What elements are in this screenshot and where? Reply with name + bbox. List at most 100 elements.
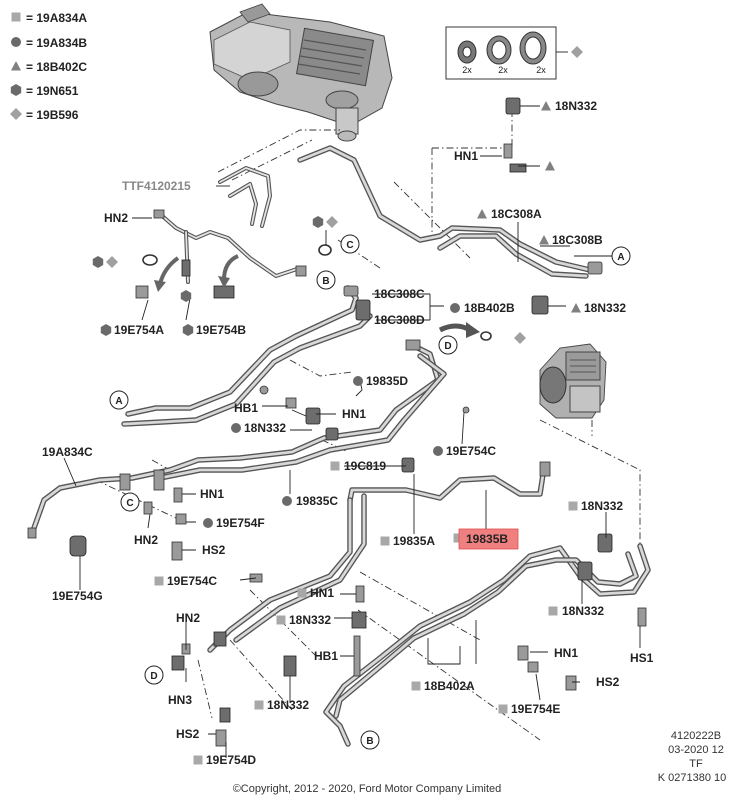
part-label: 18N332	[581, 499, 623, 513]
part-label: 18N332	[289, 613, 331, 627]
circle-symbol-icon	[203, 518, 213, 528]
legend-item: = 19A834B	[26, 36, 87, 50]
part-label: 18C308B	[552, 233, 603, 247]
legend-item: = 19A834A	[26, 11, 87, 25]
triangle-symbol-icon	[545, 161, 555, 171]
triangle-symbol-icon	[539, 235, 549, 245]
copyright: ©Copyright, 2012 - 2020, Ford Motor Comp…	[233, 783, 502, 795]
parts	[27, 97, 647, 747]
hexagon-symbol-icon	[312, 216, 324, 228]
part-label: HN2	[176, 611, 200, 625]
circle-symbol-icon	[282, 496, 292, 506]
guide-lines	[95, 110, 641, 741]
legend-item: = 19N651	[26, 84, 79, 98]
part-label: 18N332	[584, 301, 626, 315]
callout-b: B	[322, 276, 329, 287]
seal-qty: 2x	[536, 65, 546, 75]
part-label: HS1	[630, 651, 654, 665]
callout-d: D	[444, 341, 451, 352]
square-symbol-icon	[498, 704, 508, 714]
square-symbol-icon	[297, 588, 307, 598]
part-label: HN2	[104, 211, 128, 225]
square-symbol-icon	[568, 501, 578, 511]
part-label: HN1	[200, 487, 224, 501]
part-label: HS2	[176, 727, 200, 741]
part-label: 19835C	[296, 494, 338, 508]
seal-qty: 2x	[498, 65, 508, 75]
callout-a: A	[115, 396, 122, 407]
square-symbol-icon	[154, 576, 164, 586]
part-label: 19E754B	[196, 323, 246, 337]
triangle-symbol-icon	[477, 209, 487, 219]
seal-kit-box: 2x 2x 2x	[445, 26, 583, 80]
part-label: 18N332	[555, 99, 597, 113]
rear-hvac-unit-illustration	[539, 343, 607, 419]
part-label: HB1	[314, 649, 338, 663]
part-label: 18N332	[267, 698, 309, 712]
callout-c: C	[346, 240, 353, 251]
legend-item: = 18B402C	[26, 60, 87, 74]
part-label: HN1	[454, 149, 478, 163]
reference-block: 4120222B 03-2020 12 TF K 0271380 10	[658, 730, 727, 784]
part-label: HS2	[596, 675, 620, 689]
ac-pipes	[31, 145, 651, 747]
part-label: 18B402A	[424, 679, 475, 693]
square-symbol-icon	[330, 461, 340, 471]
callout-c: C	[126, 498, 133, 509]
square-symbol-icon	[380, 536, 390, 546]
hexagon-symbol-icon	[100, 324, 112, 336]
square-symbol-icon	[411, 681, 421, 691]
legend-hexagon-icon	[10, 84, 22, 96]
circle-symbol-icon	[353, 376, 363, 386]
part-label: 19E754D	[206, 753, 256, 767]
callout-d: D	[150, 671, 157, 682]
legend-triangle-icon	[11, 61, 21, 71]
part-label: 19E754A	[114, 323, 164, 337]
triangle-symbol-icon	[541, 101, 551, 111]
legend: = 19A834A = 19A834B = 18B402C = 19N651 =…	[10, 11, 87, 122]
part-label: TTF4120215	[122, 179, 191, 193]
part-label: 18N332	[562, 604, 604, 618]
ref-line: TF	[689, 758, 703, 770]
part-label: 19835D	[366, 374, 408, 388]
square-symbol-icon	[276, 615, 286, 625]
part-label: HN1	[310, 586, 334, 600]
ref-line: 03-2020 12	[668, 744, 724, 756]
legend-diamond-icon	[10, 108, 22, 120]
part-label: 19C819	[344, 459, 386, 473]
part-label: 19E754E	[511, 702, 560, 716]
hvac-unit-illustration	[209, 3, 393, 142]
callout-a: A	[617, 252, 624, 263]
legend-circle-icon	[11, 37, 21, 47]
part-label: 18B402B	[464, 301, 515, 315]
callouts: A A B B C C D D	[109, 234, 631, 750]
ref-line: 4120222B	[671, 730, 721, 742]
part-label: 19E754C	[167, 574, 217, 588]
circle-symbol-icon	[231, 423, 241, 433]
part-label: 19E754F	[216, 516, 265, 530]
part-label: HS2	[202, 543, 226, 557]
hexagon-symbol-icon	[92, 256, 104, 268]
diamond-symbol-icon	[571, 46, 583, 58]
square-symbol-icon	[193, 755, 203, 765]
part-label: HB1	[234, 401, 258, 415]
direction-arrows	[154, 254, 480, 338]
leader-lines	[63, 105, 641, 758]
ref-line: K 0271380 10	[658, 772, 727, 784]
part-label: 18C308A	[491, 207, 542, 221]
hexagon-symbol-icon	[182, 324, 194, 336]
circle-symbol-icon	[433, 446, 443, 456]
part-label: HN3	[168, 693, 192, 707]
part-label: 18C308D	[374, 313, 425, 327]
part-label: 19A834C	[42, 445, 93, 459]
diamond-symbol-icon	[326, 216, 338, 228]
square-symbol-icon	[548, 606, 558, 616]
part-label: HN2	[134, 533, 158, 547]
part-label: 18C308C	[374, 287, 425, 301]
part-label-highlighted: 19835B	[466, 532, 508, 546]
legend-item: = 19B596	[26, 108, 79, 122]
part-label: 19835A	[393, 534, 435, 548]
diamond-symbol-icon	[106, 256, 118, 268]
diamond-symbol-icon	[514, 332, 526, 344]
